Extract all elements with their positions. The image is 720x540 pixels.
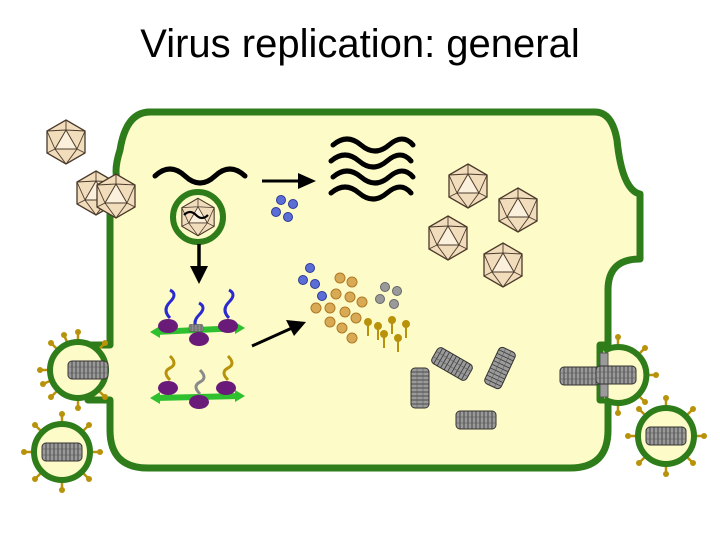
arrow-icon [286,320,306,336]
helical-nucleocapsid-icon [410,367,430,409]
early-proteins [271,195,298,222]
rough-er-bottom [150,354,245,409]
enveloped-virion-icon [37,329,109,411]
helical-nucleocapsid-icon [455,410,497,430]
helical-nucleocapsid-icon [559,366,601,386]
diagram-title: Virus replication: general [140,22,580,66]
enveloped-virion-icon [21,411,103,493]
rough-er-top [150,288,245,346]
enveloped-virion-icon [625,395,707,477]
budding-virion-icon [595,334,659,416]
arrow-icon [298,173,316,189]
viral-proteins [298,263,410,352]
arrow-icon [190,266,208,284]
viral-genome-rna [152,166,248,186]
replicated-genomes [328,136,416,202]
icosahedral-capsid-icon [46,119,86,165]
